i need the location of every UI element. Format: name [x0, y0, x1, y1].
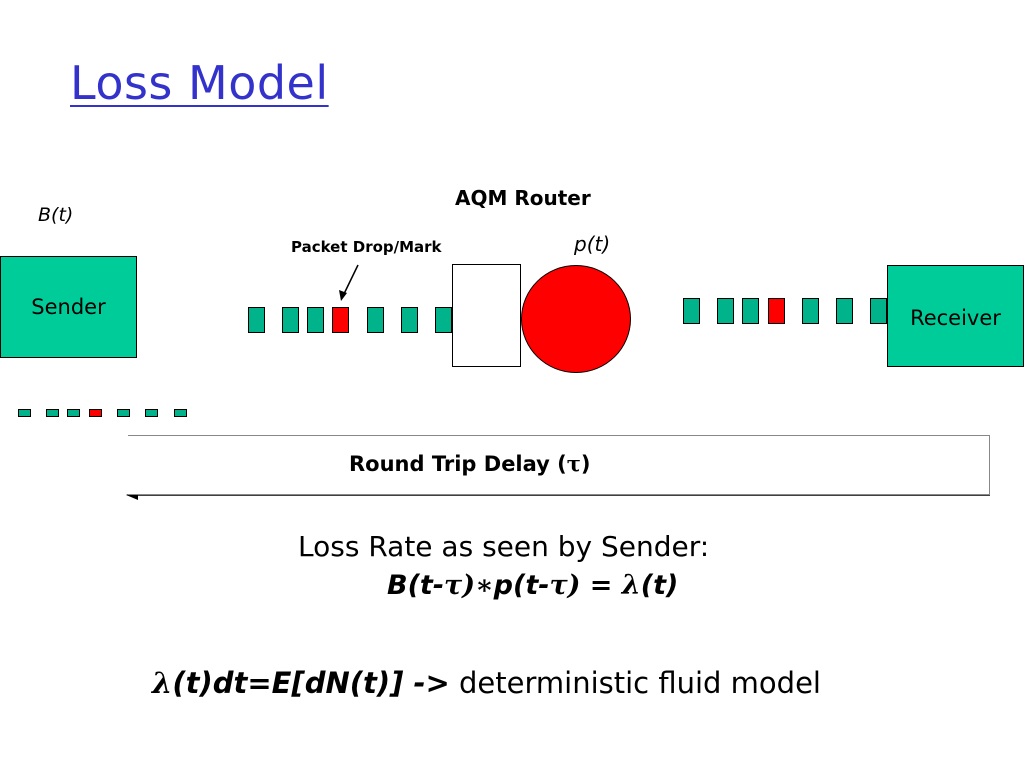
- fluid-model-line: λ(t)dt=E[dN(t)] -> deterministic fluid m…: [152, 666, 821, 700]
- ack-loss-mark: [89, 409, 102, 417]
- marked-packet: [768, 298, 785, 324]
- packet: [367, 307, 384, 333]
- packet: [836, 298, 853, 324]
- packet-drop-label: Packet Drop/Mark: [291, 238, 442, 256]
- packet: [742, 298, 759, 324]
- router-queue-buffer: [452, 264, 521, 367]
- router-label: AQM Router: [455, 186, 591, 210]
- aqm-router-circle: [521, 265, 631, 373]
- ack-packet: [46, 409, 59, 417]
- loss-rate-formula: B(t-τ)∗p(t-τ) = λ(t): [387, 570, 679, 601]
- packet: [248, 307, 265, 333]
- packet: [870, 298, 887, 324]
- sender-box: Sender: [0, 256, 137, 358]
- ack-packet: [67, 409, 80, 417]
- sender-rate-label: B(t): [38, 204, 74, 226]
- dropped-packet: [332, 307, 349, 333]
- packet: [683, 298, 700, 324]
- packet: [282, 307, 299, 333]
- ack-packet: [18, 409, 31, 417]
- rtd-label: Round Trip Delay (τ): [349, 451, 591, 476]
- drop-prob-label: p(t): [574, 232, 611, 256]
- ack-packet: [174, 409, 187, 417]
- ack-packet: [145, 409, 158, 417]
- receiver-box: Receiver: [887, 265, 1024, 367]
- loss-rate-heading: Loss Rate as seen by Sender:: [298, 530, 710, 563]
- drop-pointer-arrowhead: [339, 290, 347, 301]
- packet: [307, 307, 324, 333]
- packet: [435, 307, 452, 333]
- sender-label: Sender: [31, 295, 106, 319]
- packet: [802, 298, 819, 324]
- receiver-label: Receiver: [910, 306, 1001, 330]
- packet: [717, 298, 734, 324]
- slide-title: Loss Model: [70, 56, 329, 110]
- ack-packet: [117, 409, 130, 417]
- round-trip-delay-box: [128, 435, 990, 495]
- packet: [401, 307, 418, 333]
